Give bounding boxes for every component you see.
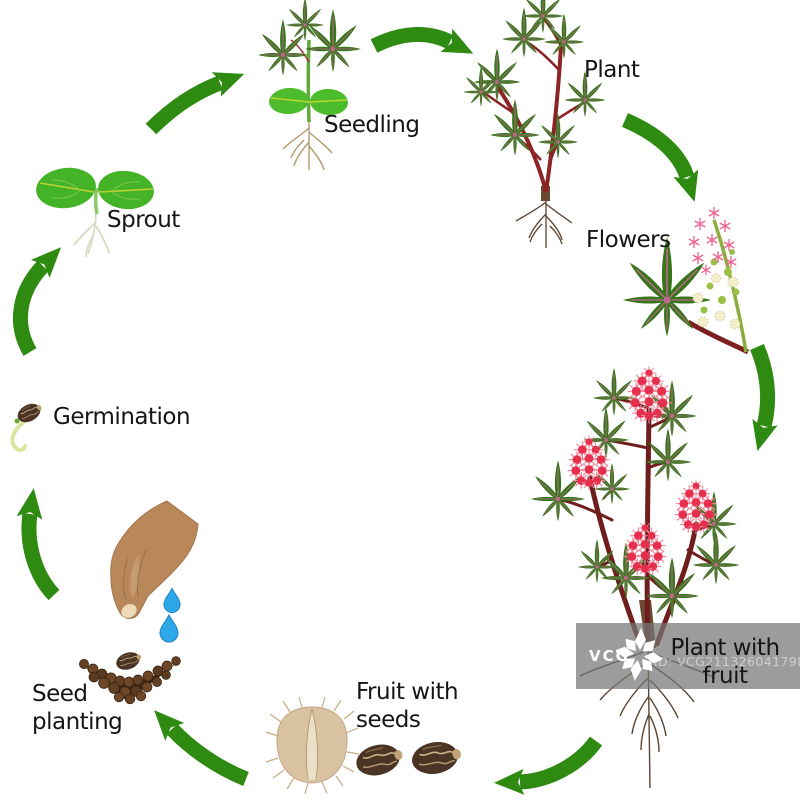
arrow-seedling-to-plant: [370, 27, 474, 54]
seed-planting-illustration: [79, 500, 199, 705]
seedling-cotyledon: [310, 88, 348, 116]
label-germination: Germination: [53, 404, 191, 430]
label-seedling: Seedling: [324, 112, 420, 138]
arrow-fruit-with-seeds-to-seed-planting: [154, 710, 249, 786]
plant-illustration: [463, 0, 605, 248]
label-plant: Plant: [584, 57, 640, 83]
fruit-raceme: [624, 521, 667, 576]
cycle-arrows: [13, 27, 778, 795]
seedling-illustration: [258, 0, 361, 171]
fruit-with-seeds-illustration: [265, 696, 465, 795]
label-plant-with-fruit: Plant with fruit: [670, 635, 780, 689]
planted-seed: [113, 648, 145, 674]
arrow-plant-with-fruit-to-fruit-with-seeds: [494, 736, 603, 795]
fingernail: [121, 604, 137, 618]
arrow-germination-to-sprout: [13, 247, 62, 356]
watermark-flower-icon: [616, 628, 662, 681]
sprout-illustration: [36, 167, 154, 258]
castor-seed: [408, 737, 465, 779]
label-sprout: Sprout: [107, 207, 180, 233]
arrow-sprout-to-seedling: [145, 72, 245, 135]
hand: [110, 500, 199, 619]
soil-mound: [79, 648, 181, 705]
label-fruit-with-seeds: Fruit with seeds: [356, 679, 459, 733]
label-seed-planting: Seed planting: [32, 681, 123, 735]
castor-seed: [352, 738, 407, 781]
flowers-illustration: [623, 206, 750, 355]
germination-illustration: [10, 398, 46, 452]
label-flowers: Flowers: [586, 227, 671, 253]
plant-with-fruit-illustration: [531, 366, 740, 789]
arrow-flowers-to-plant-with-fruit: [750, 344, 778, 452]
arrow-seed-planting-to-germination: [16, 488, 60, 601]
seedling-cotyledon: [269, 87, 309, 115]
water-drop-icon: [159, 587, 181, 643]
watermark-id: ID: VCG211326041798: [654, 654, 800, 669]
watermark-bar: VCG ID: VCG211326041798: [576, 623, 800, 689]
arrow-plant-to-flowers: [621, 113, 699, 202]
